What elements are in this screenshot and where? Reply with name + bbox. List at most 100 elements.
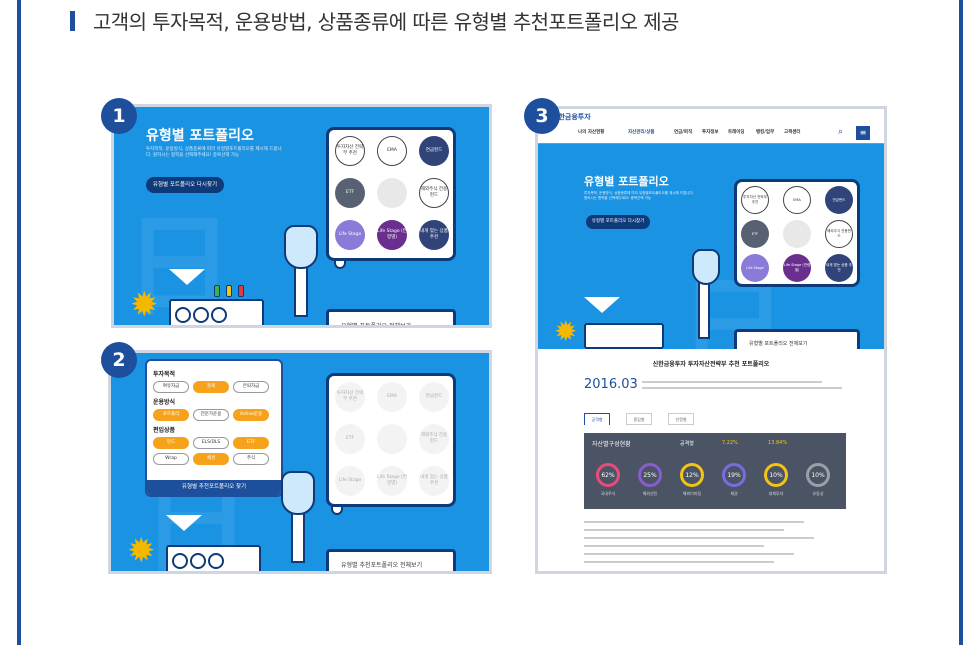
gauge-icon	[172, 553, 188, 569]
portfolio-circle-strategy[interactable]: 투자자산 전략부 추천	[741, 186, 769, 214]
portfolio-circle-pension[interactable]: 연금펀드	[419, 136, 449, 166]
section-header: 고객의 투자목적, 운용방법, 상품종류에 따른 유형별 추천포트폴리오 제공	[70, 6, 679, 35]
portfolio-circle-overseas[interactable]: 해외주식 전용펀드	[419, 178, 449, 208]
machine	[169, 299, 264, 325]
portfolio-circle-etf[interactable]: ETF	[335, 178, 365, 208]
nav-item[interactable]: 뱅킹/업무	[756, 130, 775, 135]
red-knob-icon	[238, 285, 244, 297]
gauge-icon	[190, 553, 206, 569]
chip[interactable]: ETF	[233, 437, 269, 449]
gauge-icon	[211, 307, 227, 323]
portfolio-circle-recommend[interactable]: 내게 맞는 상품 추천	[825, 254, 853, 282]
portfolio-circle-lifestage[interactable]: Life Stage	[741, 254, 769, 282]
nav-item[interactable]: 투자정보	[702, 130, 719, 135]
portfolio-circle-overseas[interactable]: 해외주식 전용펀드	[825, 220, 853, 248]
portfolio-desc: 투자목적, 운용방식, 상품종류에 따라 유형별포트폴리오를 제시해 드립니다.…	[584, 191, 694, 200]
portfolio-circle-etf[interactable]: ETF	[741, 220, 769, 248]
find-portfolio-button[interactable]: 유형별 추천포트폴리오 찾기	[147, 480, 281, 495]
chip[interactable]: 전문가운용	[193, 409, 229, 421]
flask	[692, 249, 720, 285]
portfolio-circle-lifestage-age: Life Stage (연령별)	[377, 466, 407, 496]
chip[interactable]: 여유자금	[153, 381, 189, 393]
portfolio-circle-lifestage-age[interactable]: Life Stage (연령별)	[377, 220, 407, 250]
portfolio-circle-pension: 연금펀드	[419, 382, 449, 412]
chip[interactable]: 채권	[193, 453, 229, 465]
allocation-label: 채권	[730, 491, 738, 496]
allocation-label: 대체투자	[768, 491, 784, 496]
chip[interactable]: 은퇴자금	[233, 381, 269, 393]
filter-section-label: 운용방식	[153, 399, 176, 406]
header-accent-bar	[70, 10, 75, 31]
note-line	[584, 521, 804, 523]
note-line	[584, 561, 774, 563]
screenshot-3: 신한금융투자 나의 자산현황 자산관리/상품 연금/퇴직 투자정보 트레이딩 뱅…	[535, 106, 887, 574]
portfolio-circle-image[interactable]	[783, 220, 811, 248]
menu-icon[interactable]: ≡	[856, 126, 870, 140]
chip[interactable]: Wrap	[153, 453, 189, 465]
machine	[584, 323, 664, 349]
site-logo[interactable]: 신한금융투자	[552, 113, 591, 121]
chip-row: 포트폴리 전문가운용 Active운용	[153, 409, 275, 421]
nav-item[interactable]: 자산관리/상품	[628, 130, 655, 135]
allocation-label: 국내주식	[600, 491, 616, 496]
tab-stable[interactable]: 안정형	[668, 413, 694, 425]
find-again-button[interactable]: 유형별 포트폴리오 다시찾기	[586, 215, 650, 229]
portfolio-circle-pension[interactable]: 연금펀드	[825, 186, 853, 214]
tab-neutral[interactable]: 중립형	[626, 413, 652, 425]
portfolio-circle-ema[interactable]: EMA	[783, 186, 811, 214]
machine	[166, 545, 261, 571]
chip[interactable]: 절세	[193, 381, 229, 393]
note-line	[584, 545, 764, 547]
portfolio-circle-ema[interactable]: EMA	[377, 136, 407, 166]
chip[interactable]: 펀드	[153, 437, 189, 449]
screenshot-1: 日 유형별 포트폴리오 투자목적, 운용방식, 상품종류에 따라 유형별포트폴리…	[111, 104, 492, 328]
chip[interactable]: 포트폴리	[153, 409, 189, 421]
view-all-link[interactable]: 유형별 포트폴리오 전체보기	[749, 340, 808, 347]
section-title: 신한금융투자 투자자산전략부 추천 포트폴리오	[652, 361, 770, 368]
tab-aggressive[interactable]: 공격형	[584, 413, 610, 425]
desc-line	[642, 387, 842, 389]
portfolio-circle-image	[377, 424, 407, 454]
chip[interactable]: ELS/DLS	[193, 437, 229, 449]
return-value-1: 7.22%	[722, 440, 738, 446]
breadcrumb-bar	[538, 143, 884, 155]
recommend-section: 신한금융투자 투자자산전략부 추천 포트폴리오 2016.03 공격형 중립형 …	[538, 349, 884, 571]
green-knob-icon	[214, 285, 220, 297]
nav-item[interactable]: 나의 자산현황	[578, 130, 605, 135]
yellow-knob-icon	[226, 285, 232, 297]
portfolio-circle-image[interactable]	[377, 178, 407, 208]
funnel	[166, 515, 202, 531]
chip[interactable]: 주식	[233, 453, 269, 465]
board-footer: 유형별 포트폴리오 전체보기	[326, 309, 456, 328]
funnel	[169, 269, 205, 285]
chip-row: 여유자금 절세 은퇴자금	[153, 381, 275, 393]
site-nav: 나의 자산현황 자산관리/상품 연금/퇴직 투자정보 트레이딩 뱅킹/업무 고객…	[538, 123, 884, 143]
portfolio-circle-lifestage-age[interactable]: Life Stage (연령별)	[783, 254, 811, 282]
allocation-ring: 19%	[722, 463, 746, 487]
view-all-link[interactable]: 유형별 포트폴리오 전체보기	[341, 322, 412, 328]
portfolio-circle-etf: ETF	[335, 424, 365, 454]
flask	[281, 471, 315, 515]
nav-item[interactable]: 고객센터	[784, 130, 801, 135]
portfolio-circle-lifestage[interactable]: Life Stage	[335, 220, 365, 250]
allocation-ring: 25%	[638, 463, 662, 487]
allocation-ring: 62%	[596, 463, 620, 487]
filter-section-label: 투자목적	[153, 371, 176, 378]
portfolio-circle-strategy[interactable]: 투자자산 전략부 추천	[335, 136, 365, 166]
view-all-link[interactable]: 유형별 추천포트폴리오 전체보기	[341, 561, 423, 569]
find-again-button[interactable]: 유형별 포트폴리오 다시찾기	[146, 177, 224, 193]
filter-section-label: 편입상품	[153, 427, 176, 434]
note-line	[584, 537, 814, 539]
note-line	[584, 529, 784, 531]
portfolio-title: 유형별 포트폴리오	[146, 128, 254, 144]
portfolio-circle-overseas: 해외주식 전용펀드	[419, 424, 449, 454]
portfolio-circle-recommend[interactable]: 내게 맞는 상품 추천	[419, 220, 449, 250]
portfolio-circle-lifestage: Life Stage	[335, 466, 365, 496]
step-badge-3: 3	[524, 98, 560, 134]
chip[interactable]: Active운용	[233, 409, 269, 421]
search-icon[interactable]: ⌕	[838, 127, 844, 137]
allocation-ring: 10%	[806, 463, 830, 487]
report-date: 2016.03	[584, 377, 638, 392]
nav-item[interactable]: 트레이딩	[728, 130, 745, 135]
nav-item[interactable]: 연금/퇴직	[674, 130, 693, 135]
